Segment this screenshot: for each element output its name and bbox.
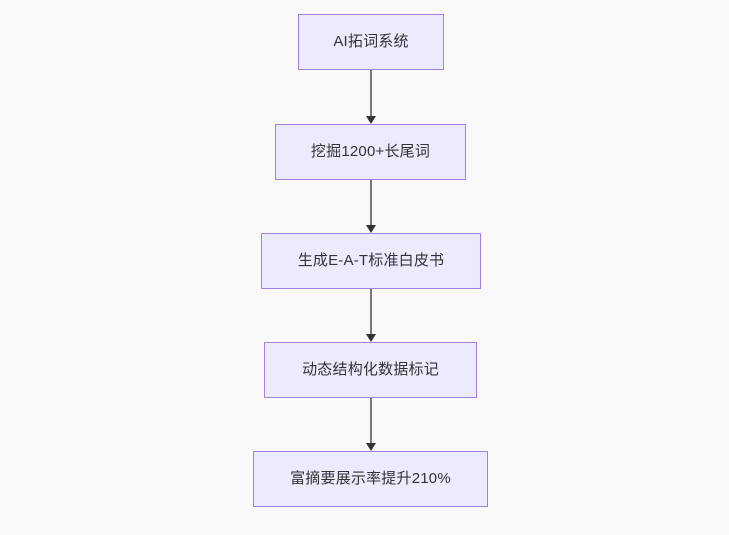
edge-arrowhead-icon — [366, 334, 376, 342]
flowchart-node-5[interactable]: 富摘要展示率提升210% — [253, 451, 488, 507]
edge-arrowhead-icon — [366, 225, 376, 233]
edge-line — [370, 398, 372, 443]
flowchart-node-1[interactable]: AI拓词系统 — [298, 14, 444, 70]
flowchart-edge-1-to-2 — [362, 70, 380, 124]
edge-line — [370, 289, 372, 334]
flowchart-node-2-label: 挖掘1200+长尾词 — [310, 143, 431, 160]
edge-arrowhead-icon — [366, 443, 376, 451]
edge-line — [370, 70, 372, 116]
edge-arrowhead-icon — [366, 116, 376, 124]
flowchart-edge-3-to-4 — [362, 289, 380, 342]
flowchart-node-4[interactable]: 动态结构化数据标记 — [264, 342, 477, 398]
edge-line — [370, 180, 372, 225]
flowchart-edge-4-to-5 — [362, 398, 380, 451]
flowchart-node-3-label: 生成E-A-T标准白皮书 — [297, 252, 445, 269]
flowchart-node-2[interactable]: 挖掘1200+长尾词 — [275, 124, 466, 180]
flowchart-node-3[interactable]: 生成E-A-T标准白皮书 — [261, 233, 481, 289]
flowchart-node-1-label: AI拓词系统 — [333, 33, 409, 50]
flowchart-edge-2-to-3 — [362, 180, 380, 233]
flowchart-node-5-label: 富摘要展示率提升210% — [290, 470, 451, 487]
flowchart-node-4-label: 动态结构化数据标记 — [302, 361, 439, 378]
